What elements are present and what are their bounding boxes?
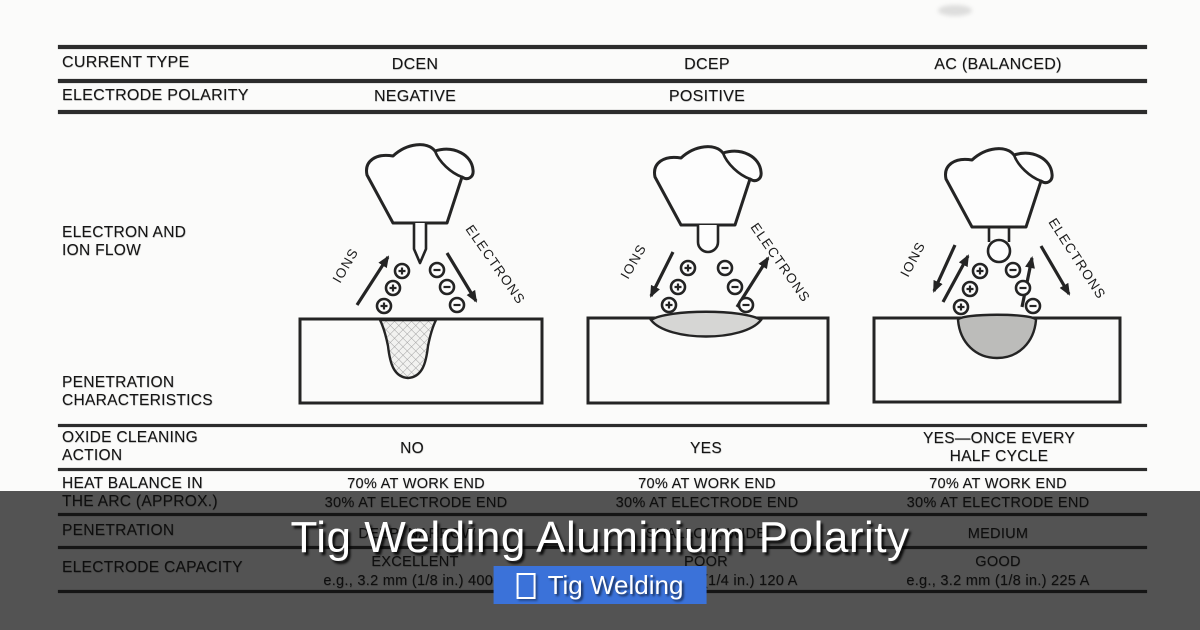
table-rule: [58, 79, 1147, 83]
ions-arrow: [649, 251, 675, 298]
row-label-oxide-cleaning-action: OXIDE CLEANING ACTION: [62, 429, 198, 464]
oxide-cleaning-dcen: NO: [400, 440, 424, 457]
positive-ion-icons: [660, 259, 697, 314]
placeholder-box-icon: [516, 572, 536, 599]
current-type-ac: AC (BALANCED): [934, 56, 1062, 73]
row-label-electrode-polarity: ELECTRODE POLARITY: [62, 87, 249, 104]
ions-arrow: [355, 255, 390, 306]
electrons-label: ELECTRONS: [1045, 215, 1108, 301]
electron-icons: [428, 261, 466, 314]
polarity-dcen: NEGATIVE: [373, 88, 457, 105]
table-rule: [58, 468, 1147, 471]
polarity-dcep: POSITIVE: [668, 88, 746, 105]
pointed-electrode-icon: [412, 223, 428, 265]
electrons-label: ELECTRONS: [748, 220, 814, 305]
table-rule: [58, 110, 1147, 114]
electron-ion-flow-diagram-dcen: IONS ELECTRONS: [298, 143, 544, 405]
table-rule: [58, 424, 1147, 427]
row-label-current-type: CURRENT TYPE: [62, 54, 190, 71]
electron-ion-flow-diagram-ac: IONS ELECTRONS: [872, 147, 1122, 404]
oxide-cleaning-ac: YES—ONCE EVERY HALF CYCLE: [922, 430, 1076, 465]
badge-label: Tig Welding: [547, 569, 684, 600]
electron-ion-flow-diagram-dcep: IONS ELECTRONS: [586, 145, 830, 405]
page-title: Tig Welding Aluminium Polarity: [290, 513, 910, 562]
electron-icons: [716, 259, 755, 314]
scan-artifact: [938, 5, 972, 16]
balled-electrode-icon: [987, 227, 1011, 242]
current-type-dcep: DCEP: [684, 56, 730, 73]
electron-icons: [1004, 261, 1042, 315]
weld-pool-deep-narrow: [378, 318, 438, 380]
row-label-penetration-characteristics: PENETRATION CHARACTERISTICS: [62, 374, 213, 409]
positive-ion-icons: [375, 262, 411, 315]
torch-icon: [365, 143, 475, 265]
table-rule: [58, 45, 1147, 49]
positive-ion-icons: [952, 262, 989, 316]
ions-label: IONS: [618, 241, 650, 281]
rounded-electrode-icon: [696, 225, 720, 254]
torch-icon: [653, 145, 763, 254]
ions-arrow-down: [932, 244, 957, 293]
current-type-dcen: DCEN: [391, 56, 439, 73]
electrons-arrow-down: [1039, 245, 1071, 296]
ions-arrow-up: [941, 254, 970, 303]
ions-label: IONS: [330, 245, 362, 285]
ions-label: IONS: [897, 239, 928, 279]
row-label-electron-ion-flow: ELECTRON AND ION FLOW: [62, 224, 187, 259]
torch-icon: [944, 147, 1054, 264]
electrons-arrow: [445, 252, 478, 303]
tig-welding-category-button[interactable]: Tig Welding: [493, 566, 707, 604]
weld-pool-shallow-wide: [649, 310, 763, 338]
weld-pool-medium: [956, 313, 1038, 360]
oxide-cleaning-dcep: YES: [690, 440, 722, 457]
caption-overlay: [0, 491, 1200, 630]
